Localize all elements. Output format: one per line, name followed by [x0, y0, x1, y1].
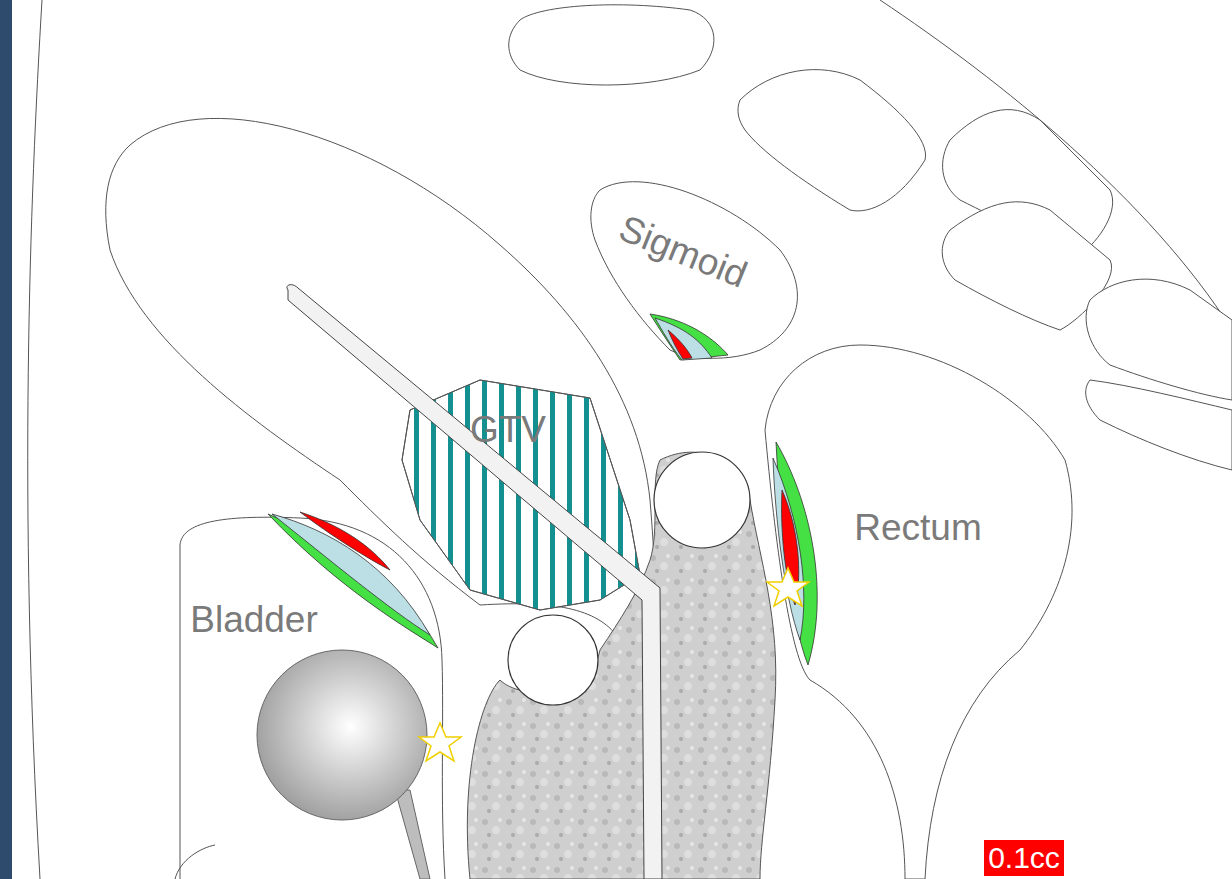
legend-text: 0.1cc — [988, 841, 1060, 874]
organ-region: Bladder — [190, 600, 318, 641]
organ-label: Rectum — [854, 508, 981, 549]
organ-region: GTV — [470, 410, 546, 451]
organ-label: Bladder — [190, 600, 318, 641]
organ-region: Rectum — [854, 508, 981, 549]
dose-swatch: 0.1cc — [984, 840, 1064, 876]
tumour-label: GTV — [470, 410, 546, 451]
